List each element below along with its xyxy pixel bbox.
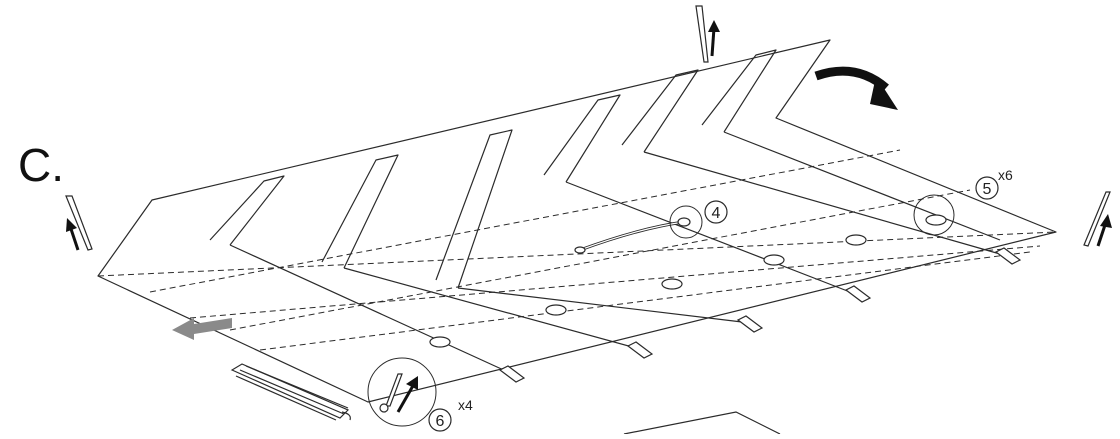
grommet [763, 254, 785, 266]
step-letter: C. [18, 139, 64, 191]
peg-loop [844, 285, 872, 303]
fold-ridge [321, 154, 399, 269]
grommet [574, 246, 586, 254]
move-arrow-icon [172, 318, 232, 340]
guide-dashed [189, 245, 1041, 319]
grommet [845, 234, 867, 246]
callout-6-number: 6 [436, 413, 445, 430]
strap-line [565, 181, 851, 293]
callout-5-multiplier: x6 [998, 167, 1013, 183]
fold-ridge [701, 49, 777, 133]
callout-6-circle [428, 408, 452, 432]
detail-magnifier-icon [367, 194, 955, 427]
coiled-cord-icon [230, 363, 351, 421]
guide-dashed [97, 231, 1057, 277]
callout-6-multiplier: x4 [458, 397, 473, 413]
fold-ridge [543, 94, 621, 183]
peg-loop [994, 247, 1022, 265]
grommet [545, 304, 567, 316]
next-panel-edge [623, 411, 781, 435]
strap-line [723, 131, 1001, 241]
callout-5-number: 5 [983, 181, 992, 198]
grommet [429, 336, 451, 348]
grommet [661, 278, 683, 290]
strap-line [457, 287, 743, 323]
fold-ridge [209, 175, 285, 246]
strap-line [343, 267, 637, 349]
callout-4-circle [704, 200, 728, 224]
grommet [677, 217, 691, 227]
peg-loop [736, 315, 764, 333]
fold-ridge [435, 129, 513, 289]
panel-outline [97, 39, 1057, 403]
peg-loop [626, 341, 654, 359]
peg-loop [498, 365, 526, 383]
guide-dashed [229, 189, 971, 331]
strap-line [229, 244, 509, 373]
callout-5-circle [975, 176, 999, 200]
guide-dashed [149, 149, 901, 293]
strap-line [643, 151, 1001, 255]
pull-arrow-icon [66, 20, 1112, 413]
pole [579, 220, 685, 252]
rotate-arrow-icon [814, 66, 898, 110]
callout-4-number: 4 [712, 205, 721, 222]
tent-stake-icon [65, 5, 1111, 251]
grommet [925, 214, 947, 226]
fold-ridge [621, 69, 699, 153]
